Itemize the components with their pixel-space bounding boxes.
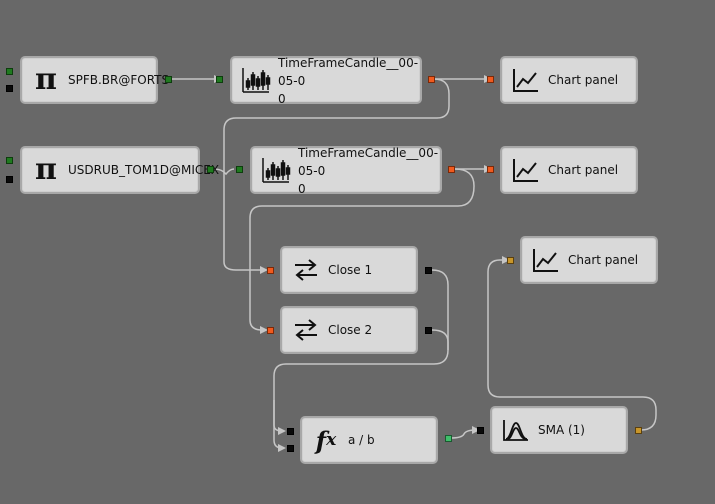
chart2-port-in[interactable] [487,166,494,173]
node-close1-label: Close 1 [328,263,373,277]
node-close1[interactable]: Close 1 [280,246,418,294]
node-candle1[interactable]: TimeFrameCandle__00-05-0 0 [230,56,422,106]
node-chart2-label: Chart panel [548,163,619,177]
candle1-port-in[interactable] [216,76,223,83]
candle1-port-out[interactable] [428,76,435,83]
candle2-port-in[interactable] [236,166,243,173]
node-chart3[interactable]: Chart panel [520,236,658,284]
node-usdrub[interactable]: π USDRUB_TOM1D@MICEX [20,146,219,194]
node-spfb[interactable]: π SPFB.BR@FORTS [20,56,169,104]
close2-port-out[interactable] [425,327,432,334]
node-sma[interactable]: SMA (1) [490,406,628,454]
pi-icon: π [35,62,57,97]
spfb-port-out[interactable] [165,76,172,83]
close2-port-in[interactable] [267,327,274,334]
close1-port-out[interactable] [425,267,432,274]
candle2-port-out[interactable] [448,166,455,173]
node-chart1-label: Chart panel [548,73,619,87]
node-chart3-label: Chart panel [568,253,639,267]
node-usdrub-label: USDRUB_TOM1D@MICEX [68,163,220,177]
line-chart-icon [528,242,564,278]
usdrub-port-out[interactable] [207,166,214,173]
node-candle2[interactable]: TimeFrameCandle__00-05-0 0 [250,146,442,196]
spfb-output-port-green[interactable] [6,68,13,75]
node-spfb-label: SPFB.BR@FORTS [68,73,170,87]
node-candle1-label: TimeFrameCandle__00-05-0 0 [278,56,419,106]
spfb-output-port-black[interactable] [6,85,13,92]
node-close2[interactable]: Close 2 [280,306,418,354]
node-close2-label: Close 2 [328,323,373,337]
formula-port-out[interactable] [445,435,452,442]
candles-icon [238,62,274,98]
line-chart-icon [508,152,544,188]
formula-port-in-a[interactable] [287,428,294,435]
pi-icon: π [35,152,57,187]
close1-port-in[interactable] [267,267,274,274]
chart3-port-in[interactable] [507,257,514,264]
node-sma-label: SMA (1) [538,423,585,437]
formula-port-in-b[interactable] [287,445,294,452]
line-chart-icon [508,62,544,98]
swap-arrows-icon [288,252,324,288]
node-chart2[interactable]: Chart panel [500,146,638,194]
chart1-port-in[interactable] [487,76,494,83]
wire-formula-to-sma [450,429,477,439]
usdrub-output-port-black[interactable] [6,176,13,183]
wire-sma-to-chart3 [487,259,657,431]
usdrub-output-port-green[interactable] [6,157,13,164]
node-chart1[interactable]: Chart panel [500,56,638,104]
candles-icon [258,152,294,188]
bell-curve-icon [498,412,534,448]
sma-port-out[interactable] [635,427,642,434]
swap-arrows-icon [288,312,324,348]
node-candle2-label: TimeFrameCandle__00-05-0 0 [298,146,439,196]
node-formula-label: a / b [348,433,375,447]
sma-port-in[interactable] [477,427,484,434]
